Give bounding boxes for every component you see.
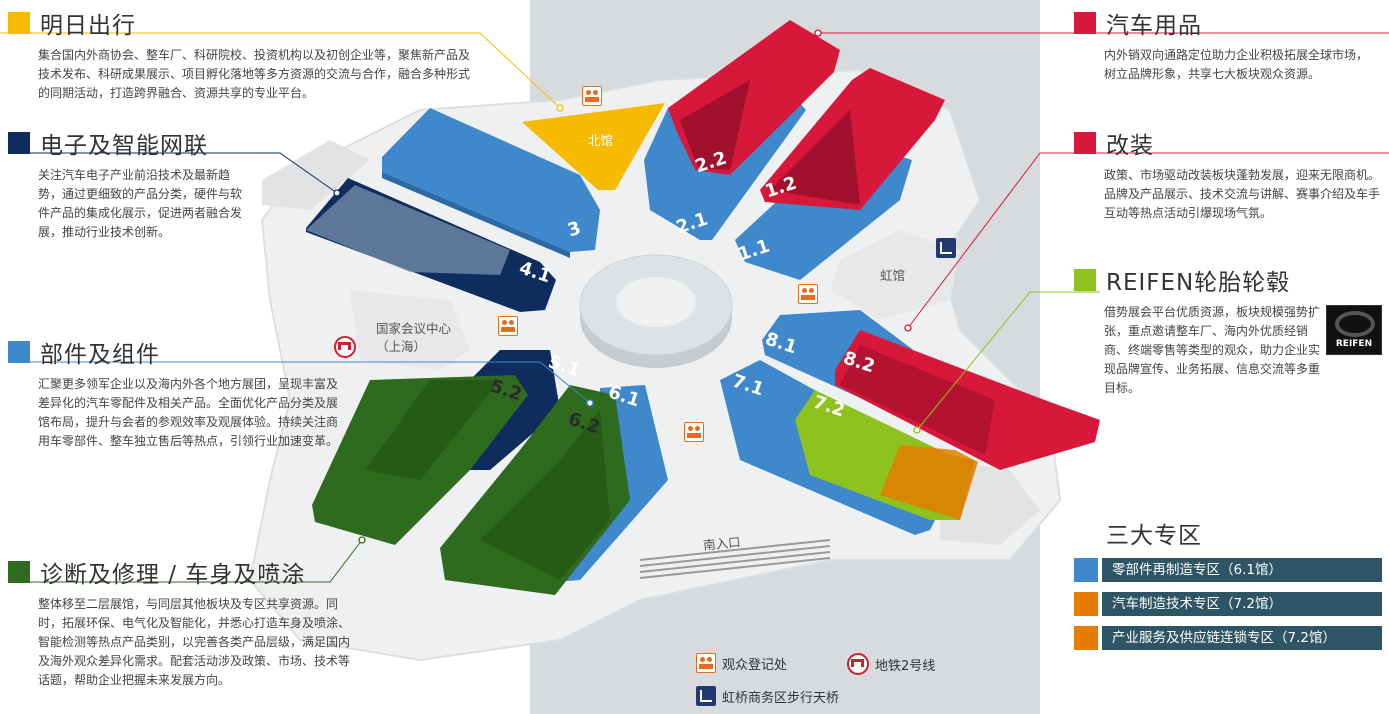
people-icon — [684, 422, 704, 442]
connector-hong — [830, 230, 960, 320]
section-color-square — [1074, 269, 1096, 291]
metro-icon — [847, 653, 869, 675]
zone-swatch — [1074, 592, 1098, 616]
section-mingri: 明日出行 集合国内外商协会、整车厂、科研院校、投资机构以及初创企业等，聚焦新产品… — [8, 6, 478, 103]
hong-hall-label: 虹馆 — [880, 268, 906, 283]
section-color-square — [8, 12, 30, 34]
people-icon — [798, 284, 818, 304]
hall-3 — [382, 108, 600, 252]
section-desc: 集合国内外商协会、整车厂、科研院校、投资机构以及初创企业等，聚焦新产品及技术发布… — [38, 48, 471, 100]
legend-registration: 观众登记处 — [696, 653, 787, 673]
section-title: 改装 — [1106, 133, 1154, 159]
section-reifen: REIFEN轮胎轮毂 借势展会平台优质资源，板块规模强势扩张，重点邀请整车厂、海… — [1074, 263, 1322, 398]
section-desc: 关注汽车电子产业前沿技术及最新趋势，通过更细致的产品分类，硬件与软件产品的集成化… — [38, 168, 243, 239]
reifen-logo: REIFEN — [1326, 305, 1382, 355]
zone-label: 汽车制造技术专区（7.2馆） — [1102, 592, 1382, 616]
people-icon — [582, 86, 602, 106]
section-color-square — [8, 561, 30, 583]
connector-nw — [262, 140, 370, 210]
section-zhenduan: 诊断及修理 / 车身及喷涂 整体移至二层展馆，与同层其他板块及专区共享资源。同时… — [8, 555, 360, 690]
section-title: 诊断及修理 / 车身及喷涂 — [40, 562, 306, 588]
zone-item: 产业服务及供应链连锁专区（7.2馆） — [1074, 626, 1382, 650]
legend-bridge: 虹桥商务区步行天桥 — [696, 686, 839, 706]
section-title: REIFEN轮胎轮毂 — [1106, 270, 1291, 296]
section-title: 部件及组件 — [40, 342, 160, 368]
zone-label: 产业服务及供应链连锁专区（7.2馆） — [1102, 626, 1382, 650]
section-color-square — [8, 341, 30, 363]
north-hall — [522, 103, 665, 190]
zones-title: 三大专区 — [1106, 523, 1202, 549]
section-title: 汽车用品 — [1106, 13, 1202, 39]
section-title: 明日出行 — [40, 13, 136, 39]
section-title: 电子及智能网联 — [40, 133, 208, 159]
leader-dots — [333, 29, 921, 544]
zone-item: 汽车制造技术专区（7.2馆） — [1074, 592, 1382, 616]
south-entrance-label: 南入口 — [702, 534, 742, 553]
legend-metro: 地铁2号线 — [847, 653, 935, 675]
section-desc: 政策、市场驱动改装板块蓬勃发展，迎来无限商机。品牌及产品展示、技术交流与讲解、赛… — [1104, 168, 1381, 220]
section-color-square — [8, 132, 30, 154]
leader-lines — [0, 32, 1389, 583]
ncc-label-line1: 国家会议中心 — [376, 321, 452, 336]
section-desc: 整体移至二层展馆，与同层其他板块及专区共享资源。同时，拓展环保、电气化及智能化，… — [38, 597, 351, 687]
people-icon — [696, 653, 716, 673]
legend-label: 虹桥商务区步行天桥 — [722, 690, 840, 706]
section-gaizhuang: 改装 政策、市场驱动改装板块蓬勃发展，迎来无限商机。品牌及产品展示、技术交流与讲… — [1074, 126, 1384, 223]
zone-swatch — [1074, 626, 1098, 650]
south-entrance-road — [639, 539, 831, 579]
zone-item: 零部件再制造专区（6.1馆） — [1074, 558, 1382, 582]
bridge-icon — [696, 686, 716, 706]
reifen-logo-text: REIFEN — [1335, 339, 1373, 349]
section-desc: 汇聚更多领军企业以及海内外各个地方展团，呈现丰富及差异化的汽车零配件及相关产品。… — [38, 377, 339, 448]
section-color-square — [1074, 12, 1096, 34]
people-icon — [498, 316, 518, 336]
section-desc: 内外销双向通路定位助力企业积极拓展全球市场，树立品牌形象，共享七大板块观众资源。 — [1104, 48, 1369, 81]
section-bujian: 部件及组件 汇聚更多领军企业以及海内外各个地方展团，呈现丰富及差异化的汽车零配件… — [8, 335, 338, 451]
ncc-label-line2: （上海） — [376, 339, 427, 354]
hall-7-2-orange — [880, 445, 978, 520]
zone-label: 零部件再制造专区（6.1馆） — [1102, 558, 1382, 582]
center-ring — [579, 254, 733, 368]
section-desc: 借势展会平台优质资源，板块规模强势扩张，重点邀请整车厂、海内外优质经销商、终端零… — [1104, 305, 1321, 395]
section-dianzi: 电子及智能网联 关注汽车电子产业前沿技术及最新趋势，通过更细致的产品分类，硬件与… — [8, 126, 244, 242]
metro-icon — [334, 336, 356, 358]
legend-label: 地铁2号线 — [875, 658, 936, 674]
hall-4-1-overlay — [306, 185, 510, 275]
bridge-icon — [936, 238, 956, 258]
section-color-square — [1074, 132, 1096, 154]
legend-label: 观众登记处 — [722, 657, 788, 673]
north-hall-label: 北馆 — [588, 133, 614, 148]
section-qiche: 汽车用品 内外销双向通路定位助力企业积极拓展全球市场，树立品牌形象，共享七大板块… — [1074, 6, 1374, 84]
zone-swatch — [1074, 558, 1098, 582]
connector-ncc — [350, 290, 470, 370]
